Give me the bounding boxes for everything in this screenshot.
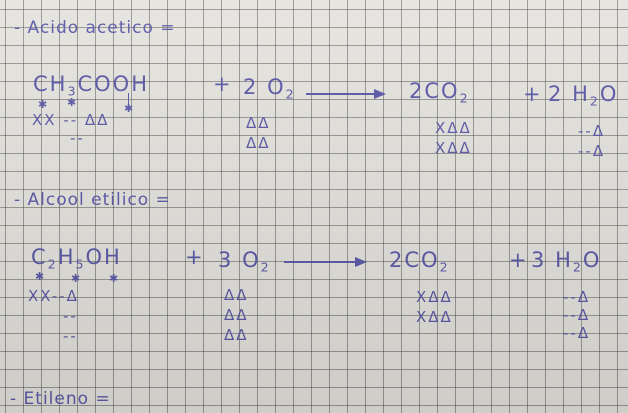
electrons-water: --Δ (563, 288, 591, 306)
star-mark-icon: ✱ (35, 270, 45, 283)
electrons-ethanol-reagent: -- (63, 327, 78, 345)
plus-sign: + (185, 245, 205, 269)
electrons-water: --Δ (578, 142, 606, 160)
heading-ethyl-alcohol: - Alcool etilico = (14, 190, 171, 210)
plus-sign: + (509, 248, 529, 272)
arrowhead-icon (374, 89, 386, 99)
electrons-co2: XΔΔ (416, 288, 453, 306)
plus-sign: + (523, 82, 543, 106)
electrons-ethanol-reagent: XX--Δ (28, 287, 79, 305)
electrons-co2: XΔΔ (435, 119, 472, 137)
electrons-co2: XΔΔ (435, 139, 472, 157)
co2-term: 2CO2 (389, 248, 450, 275)
water-term: 2 H2O (548, 82, 619, 109)
reaction-arrow (284, 261, 356, 263)
electrons-water: --Δ (563, 306, 591, 324)
electrons-oxygen: ΔΔ (224, 286, 249, 304)
heading-ethylene: - Etileno = (10, 389, 111, 409)
reaction-arrow (306, 93, 376, 95)
electrons-oxygen: ΔΔ (224, 306, 249, 324)
oxygen-term: 3 O2 (218, 248, 271, 275)
oxygen-term: 2 O2 (243, 75, 296, 102)
heading-acetic-acid: - Acido acetico = (14, 18, 176, 38)
plus-sign: + (213, 72, 233, 96)
acetic-acid-formula: CH3COOH (33, 72, 149, 99)
star-mark-icon: ✱ (109, 272, 119, 285)
electrons-water: --Δ (578, 122, 606, 140)
co2-term: 2CO2 (409, 79, 470, 106)
electrons-co2: XΔΔ (416, 308, 453, 326)
electrons-acetic-reagent: XX -- ΔΔ (32, 111, 110, 129)
arrowhead-icon (355, 257, 367, 267)
pointer-mark (128, 93, 129, 105)
electrons-acetic-reagent: -- (70, 129, 85, 147)
electrons-water: --Δ (563, 324, 591, 342)
star-mark-icon: ✱ (67, 96, 77, 109)
electrons-oxygen: ΔΔ (246, 114, 271, 132)
electrons-ethanol-reagent: -- (63, 307, 78, 325)
electrons-oxygen: ΔΔ (224, 326, 249, 344)
ethanol-formula: C2H5OH (31, 245, 122, 272)
electrons-oxygen: ΔΔ (246, 134, 271, 152)
star-mark-icon: ✱ (124, 102, 134, 115)
star-mark-icon: ✱ (71, 272, 81, 285)
water-term: 3 H2O (531, 248, 602, 275)
star-mark-icon: ✱ (38, 98, 48, 111)
